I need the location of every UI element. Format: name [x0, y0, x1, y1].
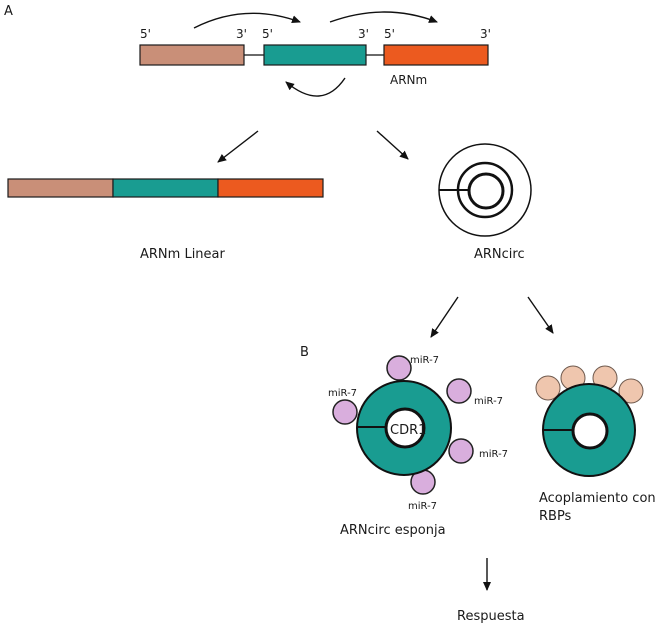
splice-arc-2 — [329, 11, 438, 23]
linear-exon-2 — [112, 178, 219, 198]
exon-3-five-prime: 5' — [384, 27, 395, 41]
arrow-to-linear — [217, 130, 259, 163]
circrna-hole — [467, 172, 505, 210]
rbp-4 — [618, 378, 644, 404]
mirna-upper-right — [446, 378, 472, 404]
exon-2-three-prime: 3' — [358, 27, 369, 41]
rbp-1 — [535, 375, 561, 401]
circrna-rbp — [535, 365, 644, 477]
circrna-sponge: CDR1 miR-7 miR-7 miR-7 miR-7 miR-7 — [328, 355, 508, 512]
sponge-caption: ARNcirc esponja — [340, 523, 446, 538]
linear-exon-1 — [7, 178, 114, 198]
exon-1-five-prime: 5' — [140, 27, 151, 41]
exon-2-five-prime: 5' — [262, 27, 273, 41]
exon-1-three-prime: 3' — [236, 27, 247, 41]
sponge-core-label: CDR1 — [390, 423, 426, 438]
mirna-top — [386, 355, 412, 381]
splice-arc-1 — [193, 12, 301, 29]
linear-exon-3 — [217, 178, 324, 198]
mirna-left — [332, 399, 358, 425]
exon-3-three-prime: 3' — [480, 27, 491, 41]
mrna-label: ARNm — [390, 73, 427, 87]
circ-label: ARNcirc — [474, 247, 525, 262]
rbp-caption-line-1: Acoplamiento con — [539, 491, 656, 506]
exon-2 — [263, 44, 367, 66]
mirna-label-left: miR-7 — [328, 388, 357, 399]
mirna-lower-right — [448, 438, 474, 464]
mirna-label-upper-right: miR-7 — [474, 396, 503, 407]
panel-b-label: B — [300, 345, 309, 360]
mirna-label-bottom: miR-7 — [408, 501, 437, 512]
mirna-label-lower-right: miR-7 — [479, 449, 508, 460]
mirna-label-top: miR-7 — [410, 355, 439, 366]
exon-3 — [383, 44, 489, 66]
panel-a-label: A — [4, 4, 13, 19]
response-label: Respuesta — [457, 609, 525, 624]
arrow-to-circ — [376, 130, 409, 160]
backsplice-arc — [285, 77, 346, 97]
linear-mrna — [7, 178, 324, 198]
pre-mrna: 5' 3' 5' 3' 5' 3' ARNm — [139, 11, 491, 97]
linear-label: ARNm Linear — [140, 247, 226, 262]
rbp-caption-line-2: RBPs — [539, 509, 572, 524]
exon-1 — [139, 44, 245, 66]
arrow-to-rbp — [527, 296, 554, 334]
circrna — [438, 143, 532, 237]
arrow-to-sponge — [430, 296, 459, 338]
rbp-hole — [571, 412, 609, 450]
